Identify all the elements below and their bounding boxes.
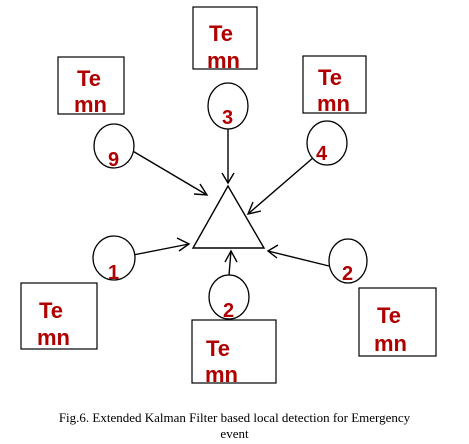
sensor-node-4: 4 (306, 120, 348, 166)
arrow-from-node-9 (130, 149, 209, 196)
arrow-from-node-3 (221, 129, 235, 185)
sensor-box-lower-right: Te mn (358, 287, 437, 357)
arrow-from-node-4 (246, 156, 315, 215)
sensor-node-2-right: 2 (328, 238, 368, 285)
caption-line-1: Fig.6. Extended Kalman Filter based loca… (58, 410, 411, 425)
node-number: 3 (222, 107, 233, 129)
sensor-label-line1: Te (39, 298, 63, 323)
node-number: 4 (316, 143, 328, 165)
arrow-from-node-2-bottom (224, 249, 238, 276)
sensor-label-line1: Te (209, 21, 233, 46)
sensor-box-bottom: Te mn (191, 319, 277, 387)
fusion-center-triangle (191, 184, 266, 249)
node-number: 1 (108, 262, 119, 284)
sensor-label-line1: Te (377, 303, 401, 328)
node-number: 9 (108, 149, 119, 171)
sensor-label-line2: mn (317, 91, 350, 116)
arrow-from-node-2-right (266, 244, 330, 267)
sensor-label-line2: mn (374, 331, 407, 356)
sensor-node-1: 1 (92, 235, 136, 284)
sensor-box-lower-left: Te mn (20, 282, 98, 350)
figure-caption: Fig.6. Extended Kalman Filter based loca… (10, 410, 459, 442)
sensor-node-9: 9 (93, 123, 135, 171)
sensor-label-line2: mn (207, 48, 240, 73)
sensor-label-line1: Te (77, 66, 101, 91)
sensor-label-line1: Te (206, 336, 230, 361)
sensor-box-upper-right: Te mn (302, 55, 367, 116)
node-number: 2 (223, 300, 234, 322)
sensor-node-2-bottom: 2 (208, 274, 250, 322)
sensor-box-top: Te mn (192, 6, 258, 73)
sensor-label-line2: mn (205, 362, 238, 387)
caption-line-2: event (220, 426, 249, 441)
sensor-label-line1: Te (318, 65, 342, 90)
arrow-from-node-1 (132, 237, 191, 256)
sensor-label-line2: mn (74, 92, 107, 117)
sensor-box-upper-left: Te mn (57, 56, 125, 117)
sensor-node-3: 3 (207, 82, 249, 130)
node-number: 2 (342, 263, 353, 285)
sensor-label-line2: mn (37, 325, 70, 350)
